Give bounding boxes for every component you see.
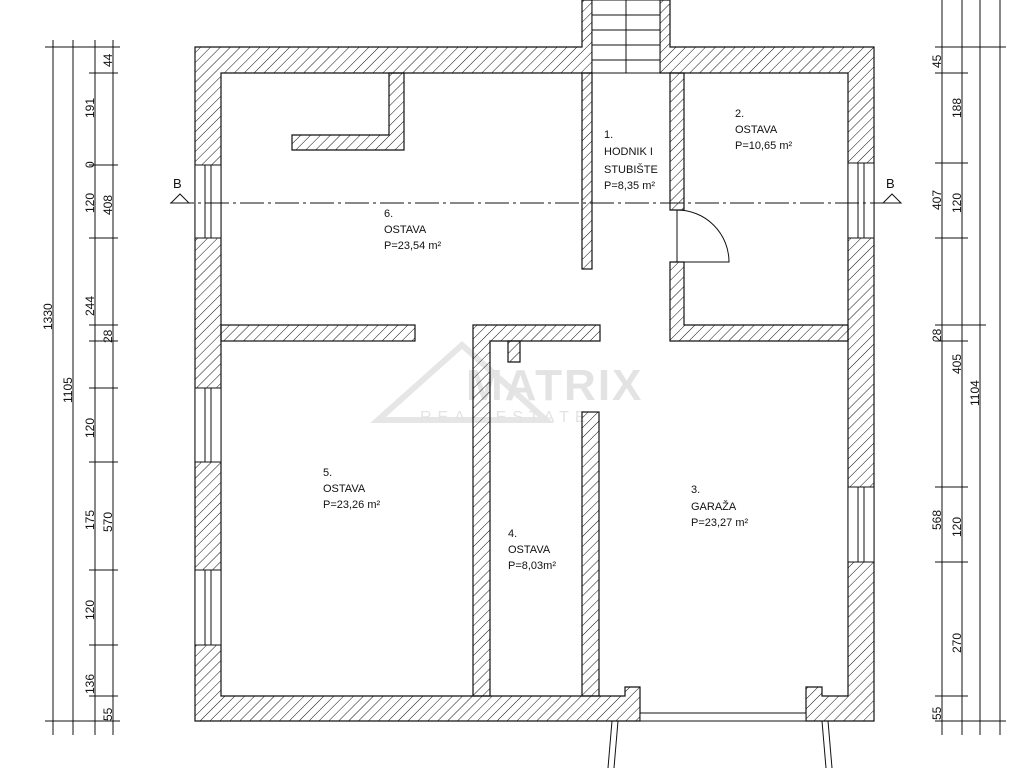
dim-45: 45 — [930, 54, 944, 68]
room-garaza: 3. GARAŽA P=23,27 m² — [691, 484, 749, 529]
dim-0: 0 — [83, 161, 97, 168]
garage-posts — [607, 720, 833, 768]
dim-1105: 1105 — [61, 377, 75, 403]
dimension-lines-right — [935, 0, 1006, 735]
windows — [194, 162, 875, 722]
interior-walls — [220, 72, 849, 697]
dim-120-c: 120 — [83, 600, 97, 620]
dim-120-r2: 120 — [950, 517, 964, 537]
dim-405: 405 — [950, 354, 964, 374]
room-hodnik: 1. HODNIK I STUBIŠTE P=8,35 m² — [604, 129, 661, 192]
dim-1104: 1104 — [968, 380, 982, 406]
dim-244: 244 — [83, 296, 97, 316]
watermark-subtitle: REAL ESTATE — [420, 409, 592, 426]
dim-270: 270 — [950, 633, 964, 653]
dim-120-b: 120 — [83, 418, 97, 438]
dim-191: 191 — [83, 98, 97, 118]
watermark: MATRIX REAL ESTATE — [370, 340, 643, 426]
dim-175: 175 — [83, 510, 97, 530]
dim-188: 188 — [950, 98, 964, 118]
exterior-walls — [194, 0, 875, 722]
section-mark-right: B — [886, 176, 895, 191]
dim-55-right: 55 — [930, 706, 944, 720]
dimension-lines-left — [45, 40, 120, 735]
room-ostava-2: 2. OSTAVA P=10,65 m² — [735, 108, 793, 152]
dim-568: 568 — [930, 510, 944, 530]
section-line: B B — [169, 176, 903, 204]
door-swing — [676, 209, 730, 263]
dim-28-left: 28 — [101, 329, 115, 343]
dim-408: 408 — [101, 195, 115, 215]
dim-28-right: 28 — [930, 328, 944, 342]
dimension-labels: 1330 1105 408 570 55 44 191 0 120 244 28… — [41, 53, 982, 721]
dim-44: 44 — [101, 53, 115, 67]
room-ostava-5: 5. OSTAVA P=23,26 m² — [323, 467, 381, 511]
room-labels: 1. HODNIK I STUBIŠTE P=8,35 m² 2. OSTAVA… — [323, 108, 793, 572]
room-ostava-6: 6. OSTAVA P=23,54 m² — [384, 208, 442, 252]
dim-55-left: 55 — [101, 707, 115, 721]
dim-120-a: 120 — [83, 193, 97, 213]
dim-570: 570 — [101, 512, 115, 532]
room-ostava-4: 4. OSTAVA P=8,03m² — [508, 528, 556, 572]
watermark-brand: MATRIX — [466, 361, 643, 410]
dim-1330: 1330 — [41, 303, 55, 330]
section-mark-left: B — [173, 176, 182, 191]
dim-407: 407 — [930, 190, 944, 210]
dim-120-r1: 120 — [950, 193, 964, 213]
dim-136: 136 — [83, 674, 97, 694]
